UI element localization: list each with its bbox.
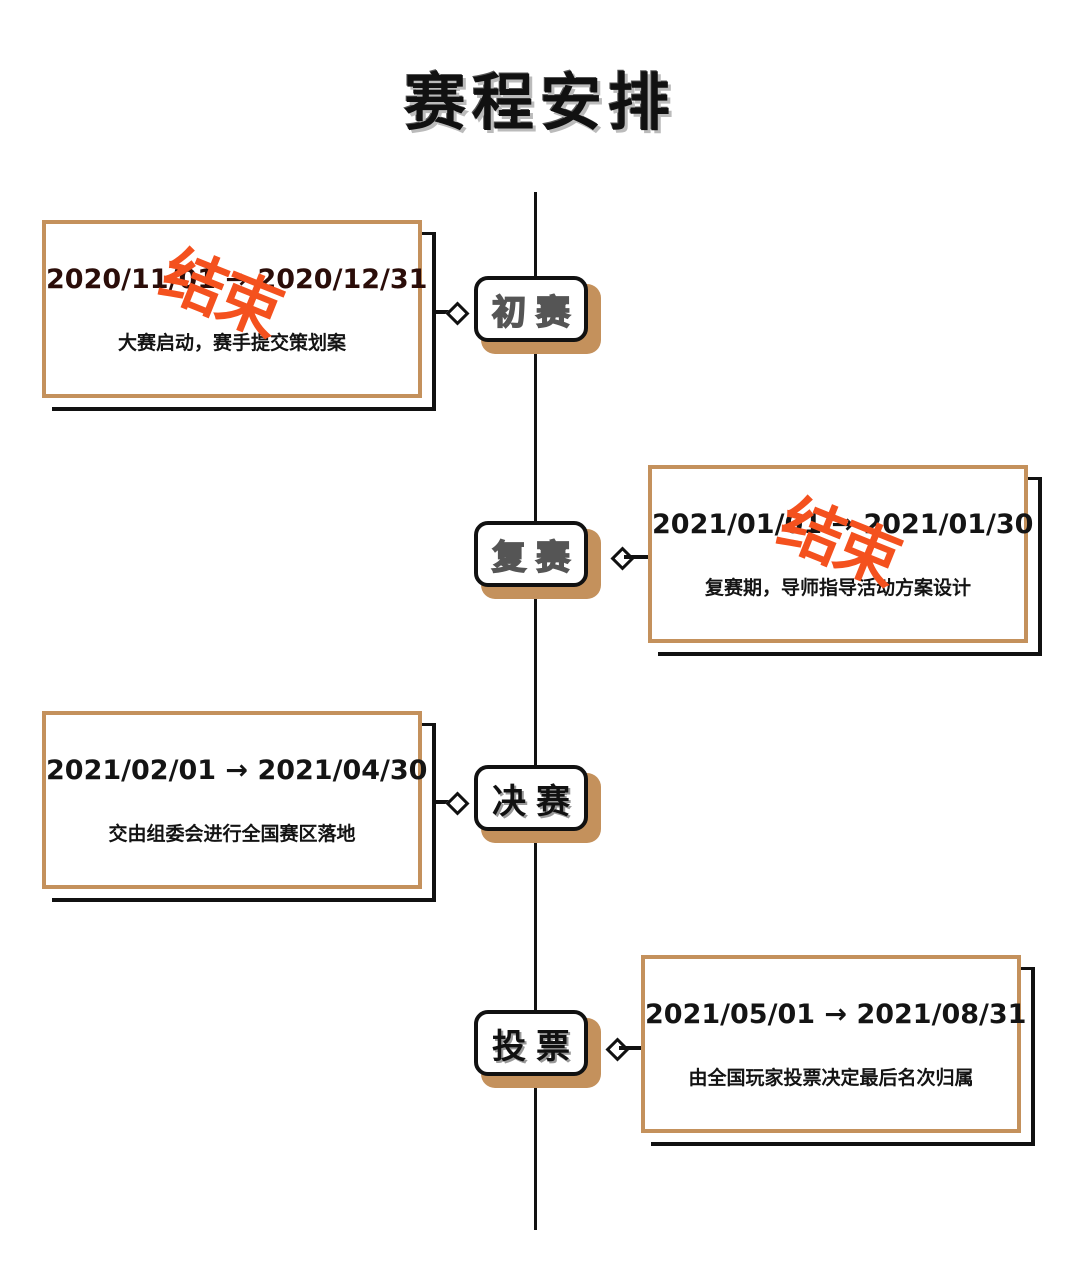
- stage-badge-preliminary: 初赛: [474, 276, 601, 354]
- card-body: 2021/02/01 → 2021/04/30 交由组委会进行全国赛区落地: [42, 711, 428, 889]
- badge-label: 投票: [474, 1010, 588, 1076]
- stage-card-preliminary: 2020/11/01 → 2020/12/31 大赛启动，赛手提交策划案 结束: [42, 220, 436, 411]
- stage-description: 大赛启动，赛手提交策划案: [117, 332, 346, 354]
- connector-line: [432, 310, 454, 314]
- stage-description: 由全国玩家投票决定最后名次归属: [688, 1067, 974, 1089]
- stage-badge-final: 决赛: [474, 765, 601, 843]
- stage-date: 2020/11/01 → 2020/12/31: [46, 264, 428, 295]
- badge-label: 决赛: [474, 765, 588, 831]
- stage-card-final: 2021/02/01 → 2021/04/30 交由组委会进行全国赛区落地: [42, 711, 436, 902]
- card-body: 2021/01/01 → 2021/01/30 复赛期，导师指导活动方案设计: [648, 465, 1034, 643]
- connector-diamond-icon: [445, 301, 470, 326]
- stage-date: 2021/02/01 → 2021/04/30: [46, 755, 428, 786]
- connector-line: [432, 800, 454, 804]
- timeline-axis: [534, 192, 537, 1230]
- card-body: 2020/11/01 → 2020/12/31 大赛启动，赛手提交策划案: [42, 220, 428, 398]
- stage-description: 复赛期，导师指导活动方案设计: [704, 577, 971, 599]
- badge-label: 复赛: [474, 521, 588, 587]
- card-body: 2021/05/01 → 2021/08/31 由全国玩家投票决定最后名次归属: [641, 955, 1027, 1133]
- connector-line: [619, 1046, 643, 1050]
- stage-card-semifinal: 2021/01/01 → 2021/01/30 复赛期，导师指导活动方案设计 结…: [648, 465, 1042, 656]
- stage-badge-semifinal: 复赛: [474, 521, 601, 599]
- connector-diamond-icon: [445, 791, 470, 816]
- page-title: 赛程安排: [403, 66, 676, 139]
- stage-description: 交由组委会进行全国赛区落地: [108, 823, 356, 845]
- stage-date: 2021/05/01 → 2021/08/31: [645, 999, 1027, 1030]
- connector-line: [624, 555, 650, 559]
- stage-badge-vote: 投票: [474, 1010, 601, 1088]
- stage-card-vote: 2021/05/01 → 2021/08/31 由全国玩家投票决定最后名次归属: [641, 955, 1035, 1146]
- stage-date: 2021/01/01 → 2021/01/30: [652, 509, 1034, 540]
- badge-label: 初赛: [474, 276, 588, 342]
